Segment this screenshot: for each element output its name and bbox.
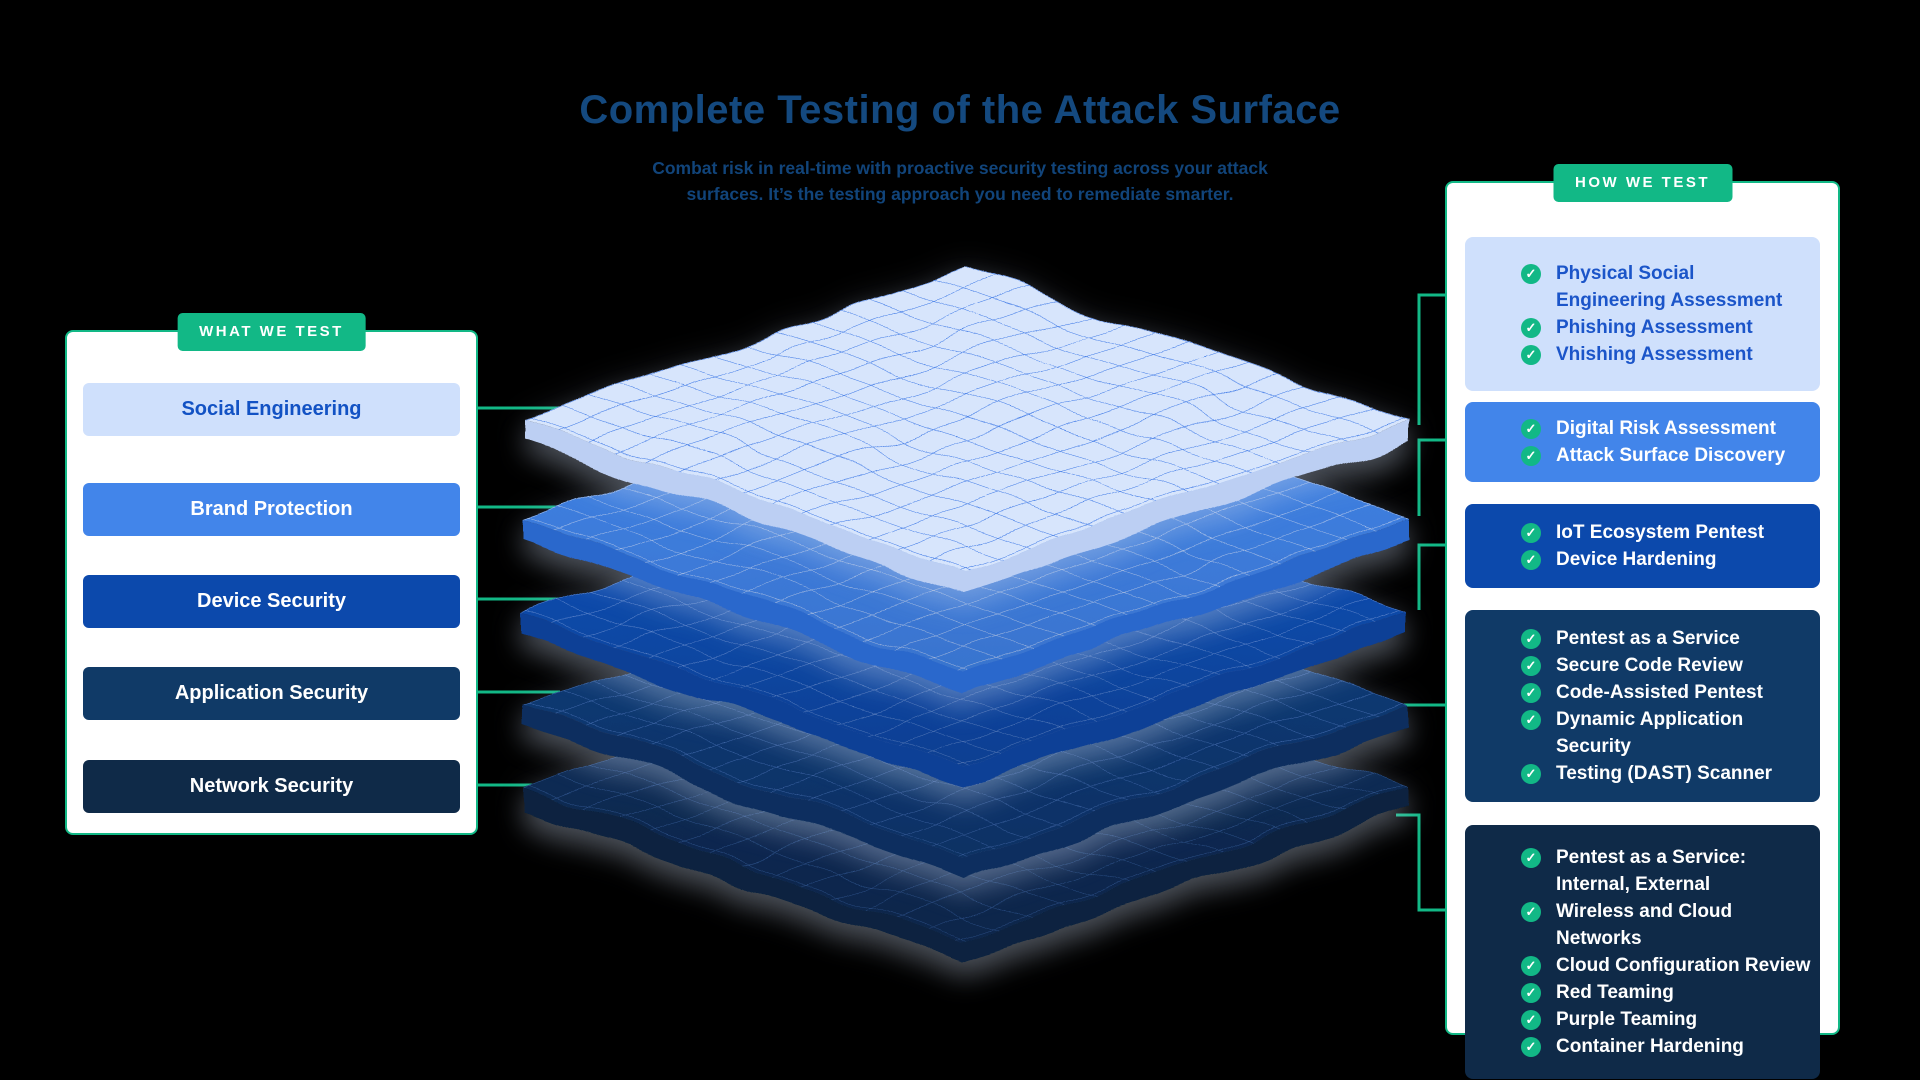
item-brand-protection: Brand Protection [83,483,460,536]
how-we-test-panel: HOW WE TEST ✓ Physical Social ✓ Engineer… [1445,164,1840,1079]
list-item: ✓ Secure Code Review [1465,652,1820,679]
how-group-application-security: ✓ Pentest as a Service ✓ Secure Code Rev… [1465,610,1820,802]
list-item: ✓ Red Teaming [1465,979,1820,1006]
list-item: ✓ Vhishing Assessment [1465,341,1820,368]
check-icon: ✓ [1521,446,1541,466]
mesh-layer-social-engineering [522,267,1408,593]
list-item-label: Secure Code Review [1556,655,1743,676]
list-item-label: Testing (DAST) Scanner [1556,763,1773,784]
check-icon: ✓ [1521,318,1541,338]
list-item-label: Cloud Configuration Review [1556,955,1811,976]
header: Complete Testing of the Attack Surface C… [0,88,1920,207]
page-title: Complete Testing of the Attack Surface [579,88,1341,132]
right-connectors [1396,293,1447,912]
list-item-label: Phishing Assessment [1556,317,1753,338]
check-icon: ✓ [1521,902,1541,922]
check-icon: ✓ [1521,710,1541,730]
check-icon: ✓ [1521,419,1541,439]
list-item: ✓ Pentest as a Service [1465,625,1820,652]
check-icon: ✓ [1521,1010,1541,1030]
list-item-label: Wireless and Cloud Networks [1556,901,1733,949]
list-item: ✓ Physical Social [1465,260,1820,287]
how-group-device-security: ✓ IoT Ecosystem Pentest ✓ Device Hardeni… [1465,504,1820,588]
check-icon: ✓ [1521,629,1541,649]
list-item: ✓ Dynamic Application Security [1465,706,1820,760]
list-item: ✓ Cloud Configuration Review [1465,952,1820,979]
connector-how-group-5 [1396,813,1447,912]
check-icon: ✓ [1521,683,1541,703]
check-icon: ✓ [1521,264,1541,284]
list-item-label: Pentest as a Service [1556,628,1740,649]
list-item: ✓ Testing (DAST) Scanner [1465,760,1820,787]
list-item: ✓ IoT Ecosystem Pentest [1465,519,1820,546]
list-item-label: Code-Assisted Pentest [1556,682,1763,703]
list-item: ✓ Wireless and Cloud Networks [1465,898,1820,952]
list-item-label: Digital Risk Assessment [1556,418,1776,439]
check-icon: ✓ [1521,848,1541,868]
item-social-engineering: Social Engineering [83,383,460,436]
list-item: ✓ Container Hardening [1465,1033,1820,1060]
connector-how-group-2 [1417,438,1447,516]
check-icon: ✓ [1521,345,1541,365]
list-item: ✓ Digital Risk Assessment [1465,415,1820,442]
list-item-label: IoT Ecosystem Pentest [1556,522,1765,543]
list-item: ✓ Phishing Assessment [1465,314,1820,341]
subtitle-line-2: surfaces. It’s the testing approach you … [686,184,1234,204]
list-item: ✓ Attack Surface Discovery [1465,442,1820,469]
item-application-security: Application Security [83,667,460,720]
item-network-security: Network Security [83,760,460,813]
list-item: ✓ Device Hardening [1465,546,1820,573]
list-item: ✓ Purple Teaming [1465,1006,1820,1033]
list-item-label: Container Hardening [1556,1036,1744,1057]
list-item: ✓ Engineering Assessment [1465,287,1820,314]
list-item: ✓ Pentest as a Service: [1465,844,1820,871]
list-item-label: Purple Teaming [1556,1009,1698,1030]
check-icon: ✓ [1521,1037,1541,1057]
list-item-label: Vhishing Assessment [1556,344,1753,365]
left-connectors [478,406,560,787]
list-item-label: Physical Social [1556,263,1695,284]
list-item-label: Device Hardening [1556,549,1717,570]
how-group-network-security: ✓ Pentest as a Service: ✓ Internal, Exte… [1465,825,1820,1079]
how-group-social-engineering: ✓ Physical Social ✓ Engineering Assessme… [1465,237,1820,391]
what-we-test-badge: WHAT WE TEST [177,313,366,351]
list-item-label: Attack Surface Discovery [1556,445,1786,466]
list-item: ✓ Code-Assisted Pentest [1465,679,1820,706]
how-group-brand-protection: ✓ Digital Risk Assessment ✓ Attack Surfa… [1465,402,1820,482]
connector-how-group-1 [1417,293,1447,425]
item-device-security: Device Security [83,575,460,628]
check-icon: ✓ [1521,983,1541,1003]
list-item-label: Internal, External [1556,874,1711,895]
list-item: ✓ Internal, External [1465,871,1820,898]
list-item-label: Engineering Assessment [1556,290,1783,311]
check-icon: ✓ [1521,550,1541,570]
check-icon: ✓ [1521,956,1541,976]
check-icon: ✓ [1521,764,1541,784]
list-item-label: Dynamic Application Security [1556,709,1744,757]
subtitle-line-1: Combat risk in real-time with proactive … [652,158,1268,178]
check-icon: ✓ [1521,656,1541,676]
list-item-label: Red Teaming [1556,982,1674,1003]
page-subtitle: Combat risk in real-time with proactive … [0,155,1920,207]
list-item-label: Pentest as a Service: [1556,847,1747,868]
how-we-test-badge: HOW WE TEST [1553,164,1732,202]
what-we-test-panel: WHAT WE TEST Social Engineering Brand Pr… [65,313,478,835]
connector-how-group-3 [1417,543,1447,610]
check-icon: ✓ [1521,523,1541,543]
